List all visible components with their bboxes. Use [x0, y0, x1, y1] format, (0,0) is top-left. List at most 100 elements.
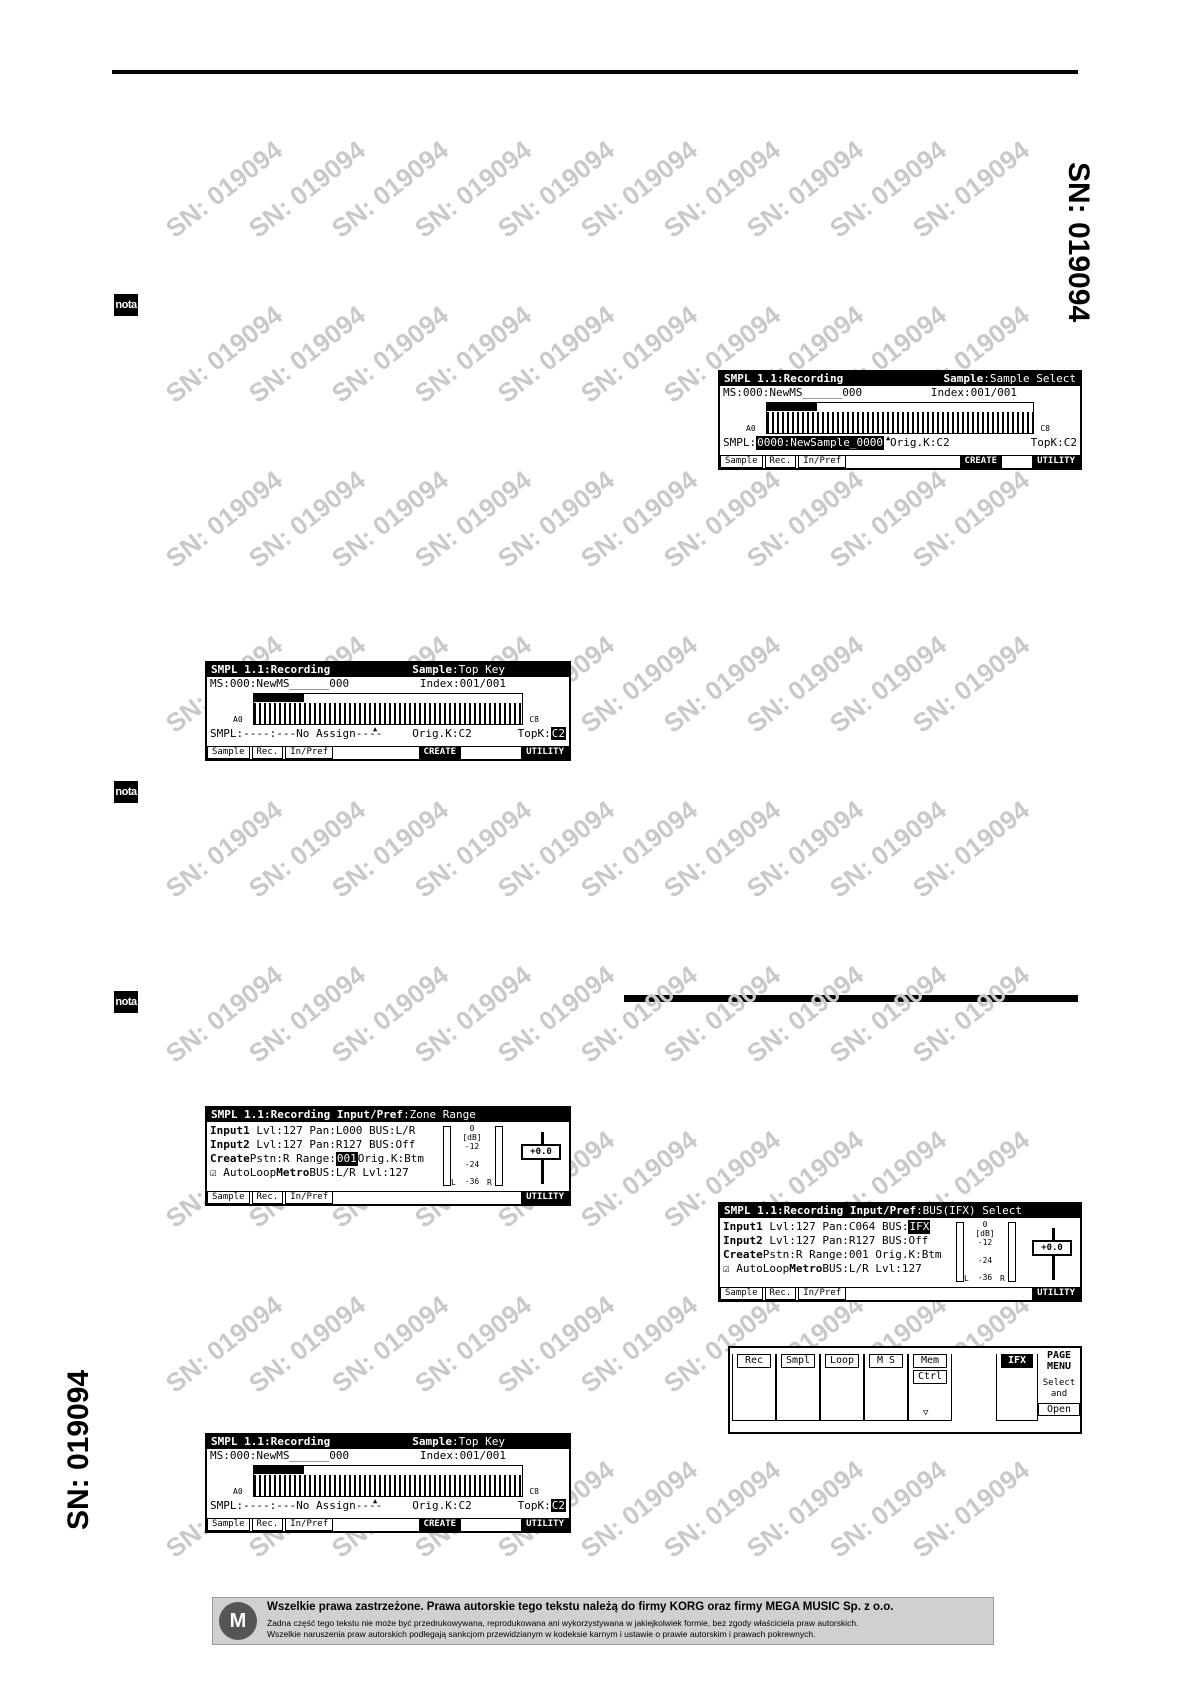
keyboard-zone: A0 C8 ▲ — [720, 400, 1080, 442]
watermark-text: SN: 019094 — [160, 464, 288, 574]
lcd-top-key: SMPL 1.1:Recording Sample:Top Key MS:000… — [205, 661, 571, 761]
lcd-title-left: SMPL 1.1:Recording — [211, 1435, 331, 1448]
copyright-footer: M Wszelkie prawa zastrzeżone. Prawa auto… — [212, 1597, 994, 1645]
tab-in-pref[interactable]: In/Pref — [285, 747, 334, 759]
input2-label: Input2 — [210, 1138, 250, 1151]
page-menu-smpl[interactable]: Smpl — [781, 1354, 815, 1368]
watermark-text: SN: 019094 — [575, 1289, 703, 1399]
nota-badge: nota — [114, 294, 138, 316]
page-menu-rec[interactable]: Rec — [737, 1354, 771, 1368]
watermark-text: SN: 019094 — [492, 1289, 620, 1399]
tab-in-pref[interactable]: In/Pref — [285, 1192, 334, 1204]
scroll-down-icon: ▽ — [923, 1408, 929, 1418]
tab-rec[interactable]: Rec. — [251, 747, 284, 759]
meter-tick: [dB] — [975, 1229, 995, 1238]
open-button[interactable]: Open — [1038, 1403, 1080, 1416]
nota-badge: nota — [114, 781, 138, 803]
watermark-text: SN: 019094 — [575, 959, 703, 1069]
utility-button[interactable]: UTILITY — [521, 747, 569, 759]
orig-key: Orig.K:C2 — [889, 436, 950, 449]
level-meter: 0 [dB] -12 -24 -36 L R — [954, 1220, 1024, 1284]
input1-settings: Lvl:127 Pan:C064 BUS: — [769, 1220, 909, 1233]
fader-value: +0.0 — [521, 1144, 561, 1160]
utility-button[interactable]: UTILITY — [1032, 456, 1080, 468]
tab-in-pref[interactable]: In/Pref — [798, 456, 847, 468]
watermark-text: SN: 019094 — [326, 959, 454, 1069]
smpl-value[interactable]: 0000:NewSample_0000 — [756, 436, 884, 450]
create-settings: Pstn:R Range:001 Orig.K:Btm — [762, 1248, 942, 1261]
tab-rec[interactable]: Rec. — [764, 1288, 797, 1300]
watermark-text: SN: 019094 — [492, 959, 620, 1069]
top-key-label: TopK: — [517, 727, 551, 740]
utility-button[interactable]: UTILITY — [1032, 1288, 1080, 1300]
top-key-value[interactable]: C2 — [550, 727, 566, 740]
watermark-text: SN: 019094 — [243, 1289, 371, 1399]
tab-sample[interactable]: Sample — [720, 456, 763, 468]
page-menu-col: Loop — [820, 1354, 864, 1421]
meter-l: L — [451, 1178, 456, 1187]
tab-in-pref[interactable]: In/Pref — [798, 1288, 847, 1300]
tab-rec[interactable]: Rec. — [251, 1519, 284, 1531]
keyboard — [253, 1465, 523, 1497]
watermark-text: SN: 019094 — [243, 794, 371, 904]
tab-in-pref[interactable]: In/Pref — [285, 1519, 334, 1531]
tab-bar: Sample Rec. In/Pref CREATE UTILITY — [207, 1518, 569, 1531]
utility-button[interactable]: UTILITY — [521, 1519, 569, 1531]
orig-key: Orig.K:C2 — [412, 1499, 472, 1512]
tab-sample[interactable]: Sample — [720, 1288, 763, 1300]
page-menu-mem[interactable]: Mem — [913, 1354, 947, 1368]
create-button[interactable]: CREATE — [959, 456, 1003, 468]
create-button[interactable]: CREATE — [418, 1519, 462, 1531]
lcd-title: SMPL 1.1:Recording Input/Pref :BUS(IFX) … — [720, 1204, 1080, 1218]
page-menu-ifx[interactable]: IFX — [1001, 1354, 1033, 1368]
tab-sample[interactable]: Sample — [207, 1192, 250, 1204]
lcd-title: SMPL 1.1:Recording Sample:Sample Select — [720, 372, 1080, 386]
watermark-text: SN: 019094 — [492, 464, 620, 574]
tab-rec[interactable]: Rec. — [251, 1192, 284, 1204]
top-key: TopK:C2 — [1030, 436, 1077, 449]
mega-music-logo: M — [219, 1602, 257, 1640]
watermark-text: SN: 019094 — [243, 299, 371, 409]
create-button[interactable]: CREATE — [418, 747, 462, 759]
lcd-title-left: SMPL 1.1:Recording — [211, 663, 331, 676]
smpl-label: SMPL: — [723, 436, 757, 449]
watermark-text: SN: 019094 — [741, 464, 869, 574]
meter-tick: -36 — [977, 1273, 993, 1282]
kbd-high-label: C8 — [529, 715, 539, 724]
top-key-value[interactable]: C2 — [550, 1499, 566, 1512]
input2-settings: Lvl:127 Pan:R127 BUS:Off — [256, 1138, 416, 1151]
bus-value[interactable]: IFX — [908, 1220, 931, 1234]
autoloop-checkbox[interactable]: ☑ AutoLoop — [723, 1262, 790, 1275]
copyright-line-2: Żadna część tego tekstu nie może być prz… — [267, 1618, 859, 1628]
smpl-text: SMPL:----:---No Assign---- — [210, 1499, 383, 1512]
tab-bar: Sample Rec. In/Pref UTILITY — [207, 1191, 569, 1204]
watermark-text: SN: 019094 — [575, 134, 703, 244]
watermark-text: SN: 019094 — [160, 959, 288, 1069]
metro-label: Metro — [276, 1166, 310, 1179]
tab-sample[interactable]: Sample — [207, 747, 250, 759]
index-readout: Index:001/001 — [930, 386, 1017, 399]
watermark-text: SN: 019094 — [575, 629, 703, 739]
tab-rec[interactable]: Rec. — [764, 456, 797, 468]
utility-button[interactable]: UTILITY — [521, 1192, 569, 1204]
page-menu-loop[interactable]: Loop — [825, 1354, 859, 1368]
watermark-text: SN: 019094 — [160, 794, 288, 904]
kbd-high-label: C8 — [529, 1487, 539, 1496]
range-value[interactable]: 001 — [335, 1152, 358, 1166]
tab-sample[interactable]: Sample — [207, 1519, 250, 1531]
rec-level-fader[interactable]: +0.0 — [1030, 1222, 1080, 1282]
autoloop-checkbox[interactable]: ☑ AutoLoop — [210, 1166, 277, 1179]
page-menu-ms[interactable]: M S — [869, 1354, 903, 1368]
watermark-text: SN: 019094 — [326, 134, 454, 244]
top-key-label: TopK: — [517, 1499, 551, 1512]
input2-settings: Lvl:127 Pan:R127 BUS:Off — [769, 1234, 929, 1247]
input1-label: Input1 — [210, 1124, 250, 1137]
rec-level-fader[interactable]: +0.0 — [519, 1126, 569, 1186]
meter-tick: -24 — [464, 1160, 480, 1169]
watermark-text: SN: 019094 — [907, 794, 1035, 904]
kbd-low-label: A0 — [746, 424, 756, 433]
lcd-zone-range: SMPL 1.1:Recording Input/Pref :Zone Rang… — [205, 1106, 571, 1206]
page-menu-ctrl[interactable]: Ctrl — [913, 1370, 947, 1384]
lcd-title-page: :Top Key — [452, 663, 505, 676]
watermark-text: SN: 019094 — [409, 794, 537, 904]
